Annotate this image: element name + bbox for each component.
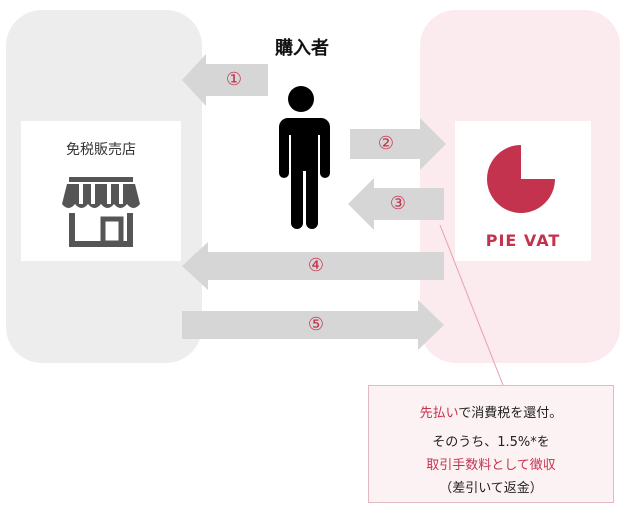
pievat-brand-label: PIE VAT [485, 231, 561, 250]
arrow-step-1 [182, 54, 268, 106]
step-number-1: ① [225, 69, 243, 90]
step-number-4: ④ [307, 255, 325, 276]
step-number-5: ⑤ [307, 314, 325, 335]
note-line-4: （差引いて返金） [439, 481, 543, 496]
note-connector-line [439, 224, 504, 386]
step-number-2: ② [377, 133, 395, 154]
note-line-2: そのうち、1.5%*を [432, 435, 550, 450]
pie-chart-logo-icon [487, 145, 555, 213]
arrow-step-3 [348, 178, 444, 230]
arrow-step-5 [182, 300, 444, 350]
fee-note-box: 先払いで消費税を還付。 そのうち、1.5%*を 取引手数料として徴収 （差引いて… [368, 385, 614, 503]
arrow-step-4 [182, 242, 444, 290]
note-prepay-highlight: 先払い [419, 406, 459, 421]
note-line-1-rest: で消費税を還付。 [458, 406, 563, 421]
store-label: 免税販売店 [66, 142, 136, 158]
note-fee-highlight: 取引手数料として徴収 [426, 458, 556, 473]
pievat-card: PIE VAT [455, 121, 591, 261]
buyer-label: 購入者 [275, 38, 329, 59]
step-number-3: ③ [389, 193, 407, 214]
person-icon [279, 86, 330, 229]
storefront-icon [62, 177, 140, 247]
arrow-step-2 [350, 118, 446, 170]
store-card: 免税販売店 [21, 121, 181, 261]
note-line-1: 先払いで消費税を還付。 [369, 402, 613, 421]
